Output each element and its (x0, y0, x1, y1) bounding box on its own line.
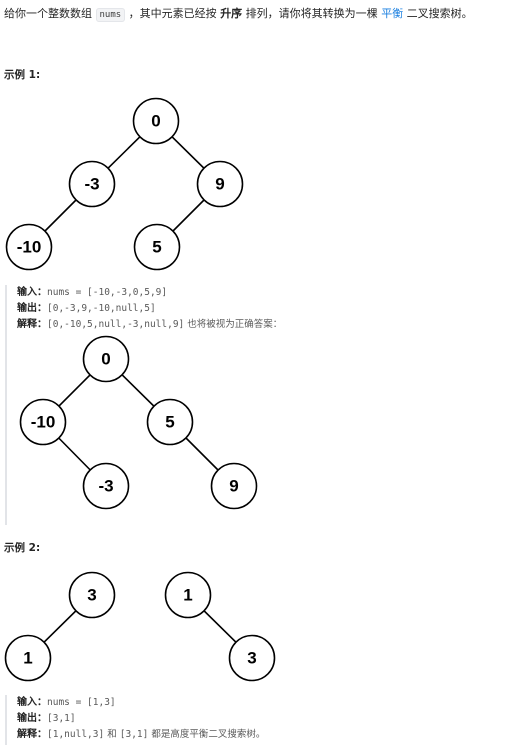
tree-node-circle (196, 160, 244, 208)
intro-text-1: 给你一个整数数组 (4, 7, 96, 20)
intro-text-2: ，其中元素已经按 (125, 7, 221, 20)
tree-node: 1 (164, 571, 212, 619)
intro-text-4: 二叉搜索树。 (403, 7, 473, 20)
tree-node: 0 (132, 97, 180, 145)
explain-code-2: [3,1] (119, 729, 149, 740)
tree-node-circle (82, 462, 130, 510)
tree-node-circle (19, 398, 67, 446)
example-2-input-line: 输入：nums = [1,3] (17, 695, 265, 711)
example-1-explain-line: 解释：[0,-10,5,null,-3,null,9] 也将被视为正确答案： (17, 317, 282, 333)
nums-inline-code: nums (95, 8, 126, 22)
tree-node: -3 (82, 462, 130, 510)
tree-node-circle (228, 634, 276, 682)
example-1-title: 示例 1: (4, 69, 41, 81)
explain-text: 都是高度平衡二叉搜索树。 (148, 729, 266, 740)
explain-mid-text: 和 (104, 729, 120, 740)
explain-code: [0,-10,5,null,-3,null,9] (47, 319, 185, 330)
output-label: 输出： (17, 303, 47, 314)
tree-node-value: -3 (98, 477, 113, 496)
example-2-tree-b: 1 3 (164, 571, 276, 682)
tree-node-circle (82, 335, 130, 383)
output-value: [0,-3,9,-10,null,5] (47, 303, 156, 314)
tree-node: 3 (228, 634, 276, 682)
output-value: [3,1] (47, 713, 76, 724)
tree-node-circle (4, 634, 52, 682)
tree-node-circle (164, 571, 212, 619)
example-2-output-line: 输出：[3,1] (17, 711, 265, 727)
input-value: nums = [1,3] (47, 697, 116, 708)
tree-node-value: 5 (152, 238, 161, 257)
example-2-explain-line: 解释：[1,null,3] 和 [3,1] 都是高度平衡二叉搜索树。 (17, 727, 265, 743)
tree-node-value: 0 (101, 350, 110, 369)
tree-node-value: 9 (229, 477, 238, 496)
output-label: 输出： (17, 713, 47, 724)
tree-node: 5 (133, 223, 181, 271)
intro-text-3: 排列，请你将其转换为一棵 (242, 7, 382, 20)
tree-node: 3 (68, 571, 116, 619)
explain-code-1: [1,null,3] (47, 729, 105, 740)
tree-node-circle (210, 462, 258, 510)
input-label: 输入： (17, 287, 47, 298)
tree-node-circle (5, 223, 53, 271)
example-1-alt-tree: 0 -10 5 -3 9 (19, 335, 258, 510)
tree-node-value: -10 (17, 238, 42, 257)
example-2-tree-a: 3 1 (4, 571, 116, 682)
explain-label: 解释： (17, 319, 47, 330)
explain-text: 也将被视为正确答案： (184, 319, 283, 330)
explain-label: 解释： (17, 729, 47, 740)
tree-node-value: -10 (31, 413, 56, 432)
example-1-io-block: 输入：nums = [-10,-3,0,5,9] 输出：[0,-3,9,-10,… (5, 285, 282, 525)
tree-node: -3 (68, 160, 116, 208)
tree-node: 9 (196, 160, 244, 208)
tree-node-value: 0 (151, 112, 160, 131)
tree-node-circle (133, 223, 181, 271)
tree-node: 5 (146, 398, 194, 446)
tree-node-value: 5 (165, 413, 174, 432)
tree-node-value: 1 (23, 649, 32, 668)
tree-node: 1 (4, 634, 52, 682)
tree-node: 0 (82, 335, 130, 383)
tree-node-circle (132, 97, 180, 145)
tree-node-circle (68, 571, 116, 619)
tree-node: -10 (19, 398, 67, 446)
example-1-output-line: 输出：[0,-3,9,-10,null,5] (17, 301, 282, 317)
problem-statement: 给你一个整数数组 nums ，其中元素已经按 升序 排列，请你将其转换为一棵 平… (4, 6, 509, 23)
tree-node-value: 9 (215, 175, 224, 194)
example-1-input-line: 输入：nums = [-10,-3,0,5,9] (17, 285, 282, 301)
tree-node: 9 (210, 462, 258, 510)
tree-node-circle (146, 398, 194, 446)
example-2-io-block: 输入：nums = [1,3] 输出：[3,1] 解释：[1,null,3] 和… (5, 695, 265, 745)
input-value: nums = [-10,-3,0,5,9] (47, 287, 168, 298)
tree-node-value: 3 (87, 586, 96, 605)
input-label: 输入： (17, 697, 47, 708)
example-1-tree: 0 -3 9 -10 5 (5, 97, 244, 271)
balanced-link[interactable]: 平衡 (381, 7, 404, 20)
tree-node: -10 (5, 223, 53, 271)
tree-node-value: 1 (183, 586, 192, 605)
tree-node-circle (68, 160, 116, 208)
example-2-title: 示例 2: (4, 542, 41, 554)
tree-node-value: 3 (247, 649, 256, 668)
tree-node-value: -3 (84, 175, 99, 194)
ascending-bold-text: 升序 (220, 7, 243, 20)
